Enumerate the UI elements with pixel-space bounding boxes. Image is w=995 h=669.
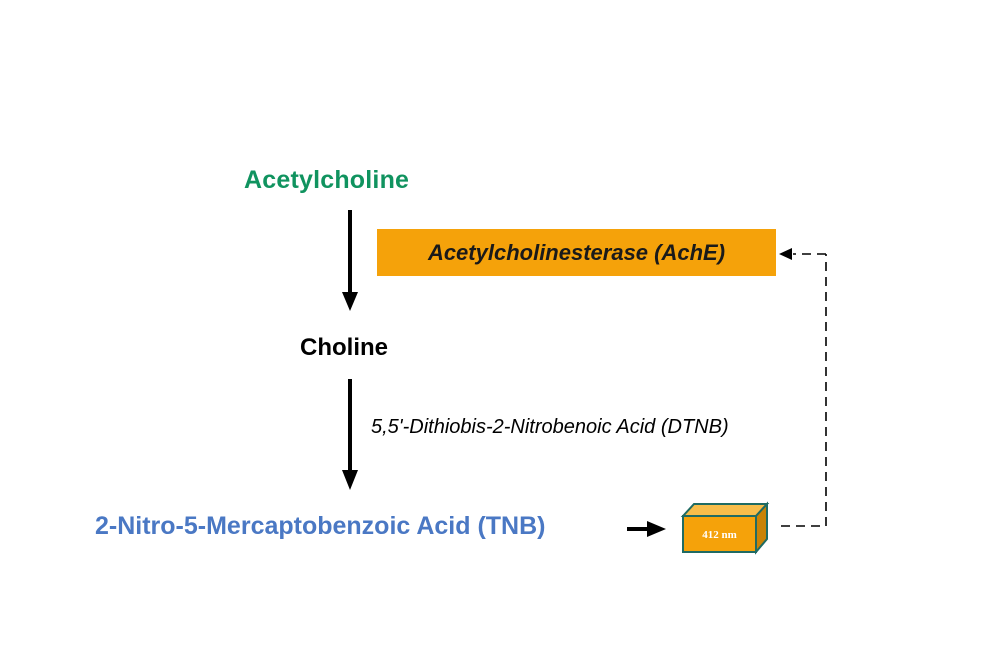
arrow-choline-to-tnb-icon: [342, 379, 358, 490]
enzyme-box: Acetylcholinesterase (AchE): [377, 229, 776, 276]
enzyme-label: Acetylcholinesterase (AchE): [427, 239, 726, 265]
choline-label: Choline: [300, 334, 388, 361]
cuvette-box-icon: 412 nm: [680, 501, 770, 555]
tnb-product-label: 2-Nitro-5-Mercaptobenzoic Acid (TNB): [95, 512, 546, 540]
cuvette-wavelength-label: 412 nm: [702, 529, 737, 541]
dtnb-reagent-label: 5,5'-Dithiobis-2-Nitrobenoic Acid (DTNB): [371, 416, 729, 438]
cuvette-front: [682, 515, 757, 553]
acetylcholine-label: Acetylcholine: [244, 166, 410, 194]
feedback-dashed-arrow-icon: [779, 248, 827, 527]
arrow-tnb-to-cuvette-icon: [627, 521, 666, 537]
arrow-acetylcholine-to-choline-icon: [342, 210, 358, 311]
cuvette-top: [680, 503, 770, 517]
